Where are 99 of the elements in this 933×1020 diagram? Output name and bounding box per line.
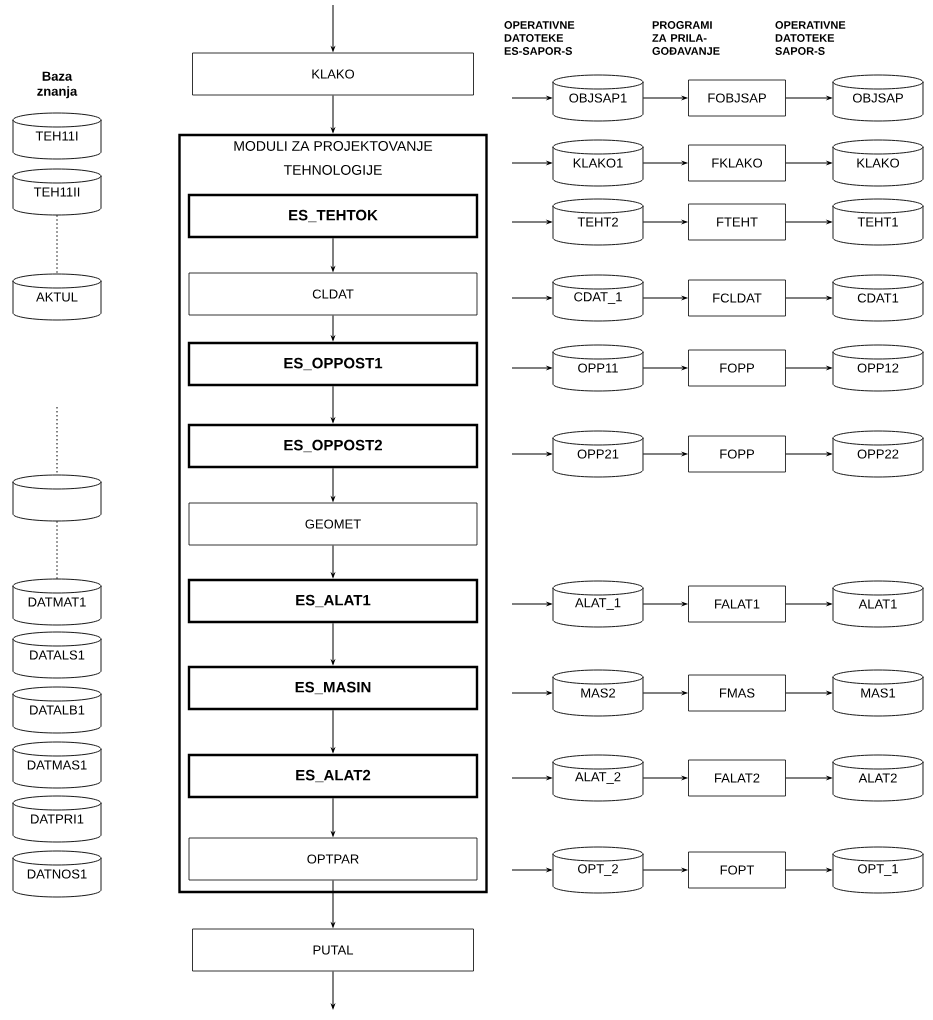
process-box: FKLAKO (688, 144, 786, 182)
database-cylinder: OBJSAP1 (552, 74, 644, 122)
arrow (331, 94, 335, 133)
dotted-line (56, 520, 58, 580)
process-box: FOPT (688, 851, 786, 889)
database-cylinder: ALAT_1 (552, 580, 644, 628)
arrow (785, 161, 832, 165)
arrow (785, 868, 832, 872)
database-cylinder: DATMAT1 (12, 578, 102, 626)
arrow (642, 602, 688, 606)
database-cylinder: OPP12 (832, 344, 924, 392)
database-cylinder: MAS1 (832, 669, 924, 717)
arrow (785, 602, 832, 606)
arrow (331, 797, 335, 837)
arrow (642, 220, 688, 224)
module-box: ES_OPPOST2 (187, 423, 479, 469)
heading: Baza znanja (37, 71, 78, 99)
process-box: FTEHT (688, 203, 786, 241)
arrow (642, 161, 688, 165)
process-box: PUTAL (192, 928, 474, 972)
database-cylinder: ALAT_2 (552, 754, 644, 802)
database-cylinder (12, 474, 102, 522)
arrow (331, 385, 335, 423)
process-box: FCLDAT (688, 279, 786, 317)
database-cylinder: ALAT2 (832, 754, 924, 802)
arrow (511, 452, 552, 456)
module-box: ES_OPPOST1 (187, 341, 479, 387)
arrow (331, 544, 335, 578)
arrow (331, 622, 335, 665)
process-box: FOBJSAP (688, 79, 786, 117)
module-box: ES_ALAT1 (187, 578, 479, 624)
arrow (331, 237, 335, 272)
arrow (511, 366, 552, 370)
process-box: FOPP (688, 435, 786, 473)
database-cylinder: TEH11I (12, 112, 102, 160)
database-cylinder: TEH11II (12, 168, 102, 216)
arrow (642, 691, 688, 695)
arrow (642, 452, 688, 456)
database-cylinder: OPP11 (552, 344, 644, 392)
arrow (785, 452, 832, 456)
arrow (642, 96, 688, 100)
arrow (331, 970, 335, 1009)
database-cylinder: OPT_1 (832, 846, 924, 894)
database-cylinder: AKTUL (12, 273, 102, 321)
database-cylinder: OPT_2 (552, 846, 644, 894)
arrow (642, 776, 688, 780)
process-box: FALAT1 (688, 585, 786, 623)
database-cylinder: OPP22 (832, 430, 924, 478)
database-cylinder: DATALS1 (12, 631, 102, 679)
arrow (331, 467, 335, 502)
database-cylinder: OPP21 (552, 430, 644, 478)
arrow (331, 314, 335, 341)
column-heading: OPERATIVNE DATOTEKE ES-SAPOR-S (504, 21, 575, 55)
arrow (511, 296, 552, 300)
process-box: FMAS (688, 674, 786, 712)
process-box: GEOMET (188, 502, 478, 546)
database-cylinder: MAS2 (552, 669, 644, 717)
process-box: FALAT2 (688, 759, 786, 797)
arrow (331, 879, 335, 928)
module-box: ES_TEHTOK (187, 193, 479, 239)
arrow (642, 366, 688, 370)
arrow (642, 868, 688, 872)
database-cylinder: DATALB1 (12, 686, 102, 734)
module-box: ES_MASIN (187, 665, 479, 711)
arrow (331, 709, 335, 753)
arrow (511, 776, 552, 780)
arrow (785, 691, 832, 695)
process-box: OPTPAR (188, 837, 478, 881)
arrow (511, 220, 552, 224)
database-cylinder: DATPRI1 (12, 795, 102, 843)
column-heading: OPERATIVNE DATOTEKE SAPOR-S (775, 21, 846, 55)
database-cylinder: ALAT1 (832, 580, 924, 628)
database-cylinder: OBJSAP (832, 74, 924, 122)
arrow (785, 220, 832, 224)
database-cylinder: TEHT2 (552, 198, 644, 246)
arrow (785, 96, 832, 100)
arrow (511, 96, 552, 100)
arrow (511, 602, 552, 606)
database-cylinder: CDAT_1 (552, 274, 644, 322)
arrow (785, 776, 832, 780)
module-box: ES_ALAT2 (187, 753, 479, 799)
arrow (331, 4, 335, 52)
arrow (511, 691, 552, 695)
database-cylinder: TEHT1 (832, 198, 924, 246)
database-cylinder: CDAT1 (832, 274, 924, 322)
process-box: CLDAT (188, 272, 478, 316)
arrow (511, 161, 552, 165)
arrow (785, 366, 832, 370)
database-cylinder: DATMAS1 (12, 741, 102, 789)
arrow (785, 296, 832, 300)
process-box: FOPP (688, 349, 786, 387)
arrow (511, 868, 552, 872)
process-box: KLAKO (192, 52, 474, 96)
database-cylinder: DATNOS1 (12, 850, 102, 898)
arrow (642, 296, 688, 300)
database-cylinder: KLAKO (832, 139, 924, 187)
dotted-line (56, 214, 58, 275)
database-cylinder: KLAKO1 (552, 139, 644, 187)
column-heading: PROGRAMI ZA PRILA-GOĐAVANJE (652, 21, 720, 55)
